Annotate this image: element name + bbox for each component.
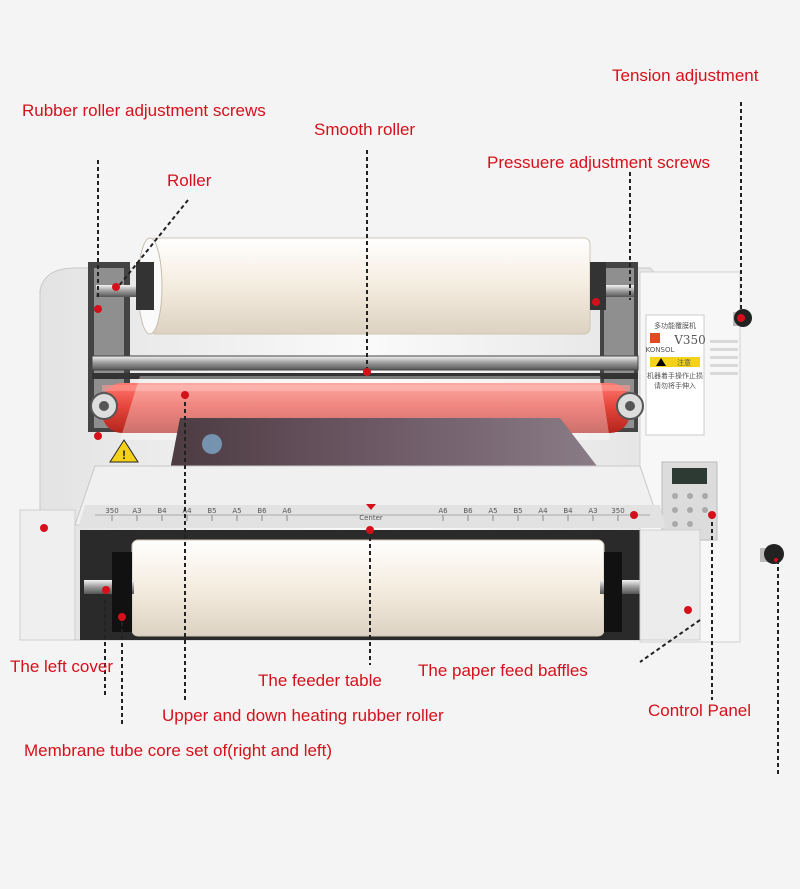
lower-roll-core-right xyxy=(604,552,622,632)
warning-triangle-icon xyxy=(656,358,666,366)
label-control-panel: Control Panel xyxy=(648,701,752,720)
lower-roll-core-left xyxy=(112,552,132,632)
scale-label: B4 xyxy=(563,507,573,515)
svg-text:!: ! xyxy=(122,448,126,462)
label-paper-feed-baffles: The paper feed baffles xyxy=(418,661,588,680)
smooth-roller xyxy=(91,355,639,371)
scale-label: B6 xyxy=(463,507,473,515)
scale-label: A6 xyxy=(282,507,292,515)
leader-baffles xyxy=(639,619,701,663)
scale-label: B4 xyxy=(157,507,167,515)
right-roll-core xyxy=(590,262,606,310)
document-sheet xyxy=(170,418,600,470)
lower-film-roll xyxy=(131,539,605,637)
warning-text-1: 机器着手操作止损 xyxy=(647,371,703,380)
vent-slits xyxy=(710,340,738,375)
upper-film-roll xyxy=(149,237,591,335)
left-cover xyxy=(19,509,76,641)
control-buttons xyxy=(672,493,708,527)
label-left-cover: The left cover xyxy=(10,657,113,676)
annotation-dots xyxy=(40,283,745,621)
scale-label: A4 xyxy=(182,507,192,515)
model-label: V350 xyxy=(673,333,706,347)
scale-marks-left: 350 A3 B4 A4 B5 A5 B6 A6 xyxy=(105,507,292,521)
scale-label: A3 xyxy=(132,507,141,515)
tension-knob-bottom-icon xyxy=(760,544,784,564)
scale-label: A5 xyxy=(232,507,241,515)
label-pressure-screws: Pressuere adjustment screws xyxy=(487,153,710,172)
center-mark-label: Center xyxy=(359,514,383,522)
warning-text-2: 请勿将手伸入 xyxy=(654,381,696,390)
scale-label: B5 xyxy=(513,507,522,515)
paper-feed-baffle xyxy=(639,529,701,641)
scale-marks-right: A6 B6 A5 B5 A4 B4 A3 350 xyxy=(438,507,625,521)
scale-label: A3 xyxy=(588,507,597,515)
nameplate-cn: 多功能覆膜机 xyxy=(654,321,696,330)
scale-label: A5 xyxy=(488,507,497,515)
control-display xyxy=(672,468,707,484)
brand-logo-icon xyxy=(650,333,660,343)
label-smooth-roller: Smooth roller xyxy=(314,120,416,139)
warning-title: 注意 xyxy=(677,358,691,367)
brand-label: KONSOL xyxy=(646,346,675,354)
label-membrane-core: Membrane tube core set of(right and left… xyxy=(24,741,333,760)
leader-lines xyxy=(97,102,779,775)
scale-label: B5 xyxy=(207,507,216,515)
warning-strip xyxy=(650,357,700,367)
left-roll-core xyxy=(136,262,154,310)
caution-decal-icon xyxy=(109,439,139,463)
scale-label: 350 xyxy=(611,507,624,515)
scale-label: 350 xyxy=(105,507,118,515)
scale-label: A4 xyxy=(538,507,548,515)
center-marker-icon xyxy=(366,504,376,510)
label-feeder-table: The feeder table xyxy=(258,671,382,690)
scale-label: B6 xyxy=(257,507,267,515)
leader-roller xyxy=(117,199,189,288)
scale-label: A6 xyxy=(438,507,448,515)
label-tension-adjustment: Tension adjustment xyxy=(612,66,759,85)
label-roller: Roller xyxy=(167,171,212,190)
label-heating-rubber-roller: Upper and down heating rubber roller xyxy=(162,706,444,725)
label-rubber-roller-screws: Rubber roller adjustment screws xyxy=(22,101,266,120)
